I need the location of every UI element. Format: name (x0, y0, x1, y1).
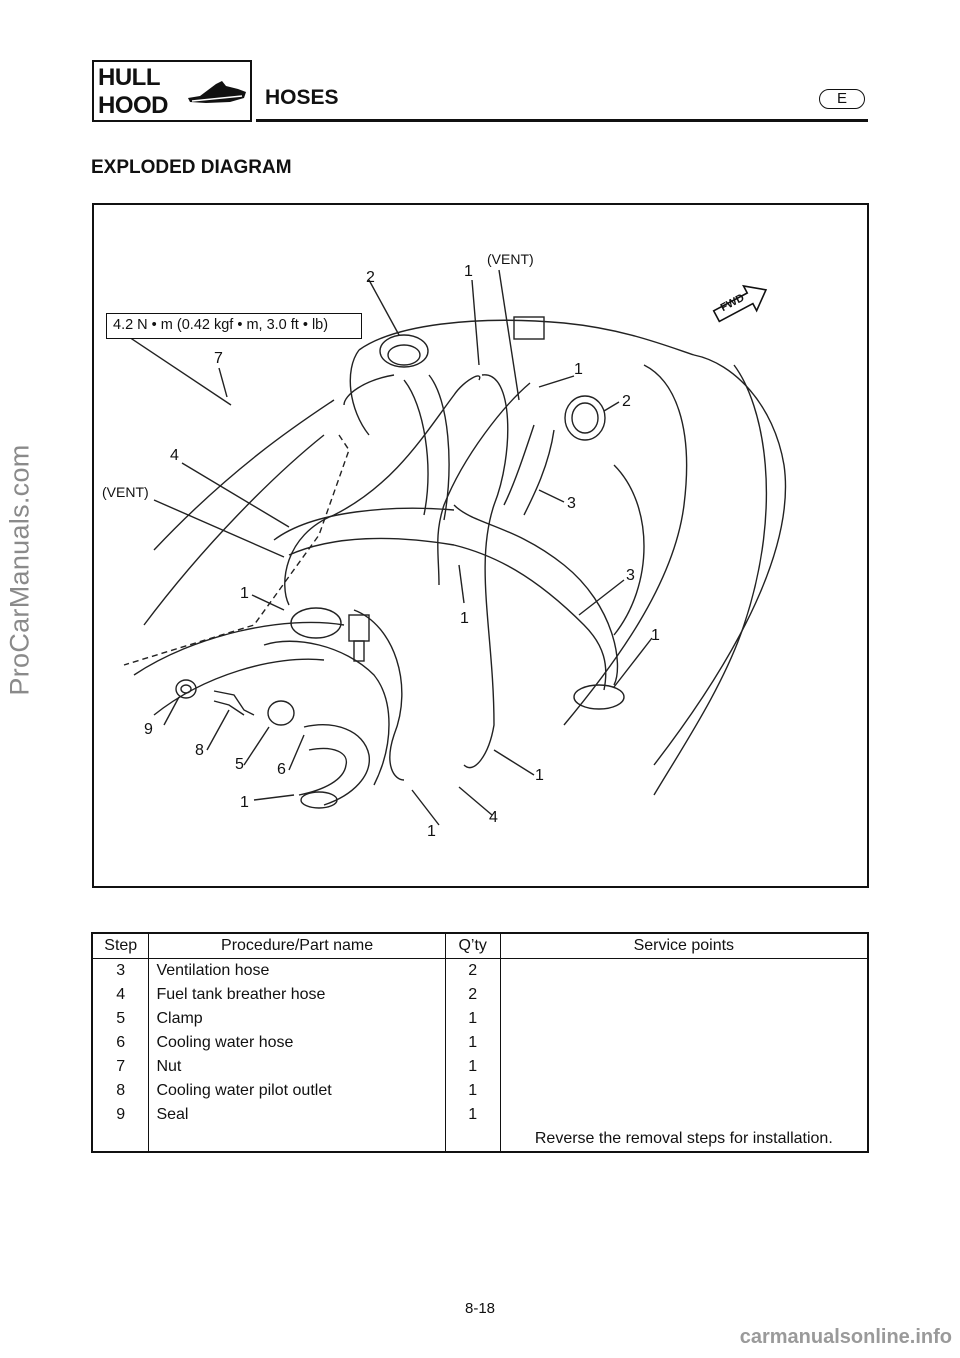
step-cell: 3 (91, 958, 150, 983)
step-cell: 7 (91, 1055, 150, 1079)
column-header-qty: Q’ty (444, 932, 501, 959)
exploded-diagram: 4.2 N • m (0.42 kgf • m, 3.0 ft • lb) FW… (92, 203, 869, 888)
column-header-step: Step (91, 932, 150, 959)
callout: 2 (366, 269, 375, 286)
badge-line-2: HOOD (98, 92, 169, 119)
table-row: 3 Ventilation hose 2 (91, 958, 869, 983)
fwd-arrow-icon (712, 284, 768, 323)
torque-spec: 4.2 N • m (0.42 kgf • m, 3.0 ft • lb) (106, 313, 362, 339)
qty-cell: 1 (444, 1031, 501, 1055)
column-header-service-points: Service points (499, 932, 869, 959)
table-row: 6 Cooling water hose 1 (91, 1031, 869, 1055)
qty-cell (444, 1127, 501, 1152)
service-cell (499, 1079, 869, 1103)
personal-watercraft-icon (188, 81, 246, 103)
part-name-cell (148, 1127, 446, 1152)
callout: 8 (195, 742, 204, 759)
step-cell: 5 (91, 1007, 150, 1031)
table-row: 9 Seal 1 (91, 1103, 869, 1127)
step-cell: 8 (91, 1079, 150, 1103)
callout: 1 (240, 794, 249, 811)
callout: 9 (144, 721, 153, 738)
header-rule (256, 119, 868, 122)
qty-cell: 1 (444, 1079, 501, 1103)
callout: 1 (240, 585, 249, 602)
step-cell: 6 (91, 1031, 150, 1055)
table-row: 8 Cooling water pilot outlet 1 (91, 1079, 869, 1103)
vent-label-top: (VENT) (487, 251, 534, 267)
watermark-text: ProCarManuals.com (4, 444, 35, 696)
parts-table: Step Procedure/Part name Q’ty Service po… (91, 932, 869, 1153)
section-badge: HULL HOOD (92, 60, 252, 122)
language-badge: E (819, 89, 865, 109)
step-cell: 4 (91, 983, 150, 1007)
table-row: 4 Fuel tank breather hose 2 (91, 983, 869, 1007)
section-title: HOSES (265, 86, 339, 109)
qty-cell: 1 (444, 1103, 501, 1127)
vent-label-left: (VENT) (102, 484, 149, 500)
service-cell (499, 1055, 869, 1079)
step-cell (91, 1127, 150, 1152)
page-number: 8-18 (464, 1300, 496, 1317)
column-header-part-name: Procedure/Part name (148, 932, 446, 959)
table-row: Reverse the removal steps for installati… (91, 1127, 869, 1152)
part-name-cell: Clamp (148, 1007, 446, 1031)
part-name-cell: Ventilation hose (148, 958, 446, 983)
diagram-illustration (113, 269, 787, 826)
callout: 2 (622, 393, 631, 410)
callout: 3 (626, 567, 635, 584)
badge-line-1: HULL (98, 64, 160, 91)
callout: 4 (170, 447, 179, 464)
callout: 1 (427, 823, 436, 840)
callout: 3 (567, 495, 576, 512)
part-name-cell: Nut (148, 1055, 446, 1079)
callout: 7 (214, 350, 223, 367)
table-row: 7 Nut 1 (91, 1055, 869, 1079)
callout: 5 (235, 756, 244, 773)
callout: 1 (651, 627, 660, 644)
service-cell (499, 1031, 869, 1055)
part-name-cell: Fuel tank breather hose (148, 983, 446, 1007)
table-row: 5 Clamp 1 (91, 1007, 869, 1031)
qty-cell: 2 (444, 983, 501, 1007)
part-name-cell: Cooling water pilot outlet (148, 1079, 446, 1103)
callout: 1 (535, 767, 544, 784)
site-credit: carmanualsonline.info (739, 1326, 952, 1348)
callout: 1 (460, 610, 469, 627)
step-cell: 9 (91, 1103, 150, 1127)
callout: 1 (464, 263, 473, 280)
callout: 6 (277, 761, 286, 778)
service-cell: Reverse the removal steps for installati… (499, 1127, 869, 1152)
table-header-row: Step Procedure/Part name Q’ty Service po… (91, 932, 869, 959)
qty-cell: 1 (444, 1055, 501, 1079)
service-cell (499, 958, 869, 983)
service-cell (499, 983, 869, 1007)
diagram-title: EXPLODED DIAGRAM (91, 157, 292, 178)
qty-cell: 2 (444, 958, 501, 983)
service-cell (499, 1103, 869, 1127)
callout: 1 (574, 361, 583, 378)
part-name-cell: Seal (148, 1103, 446, 1127)
qty-cell: 1 (444, 1007, 501, 1031)
part-name-cell: Cooling water hose (148, 1031, 446, 1055)
service-cell (499, 1007, 869, 1031)
callout: 4 (489, 809, 498, 826)
